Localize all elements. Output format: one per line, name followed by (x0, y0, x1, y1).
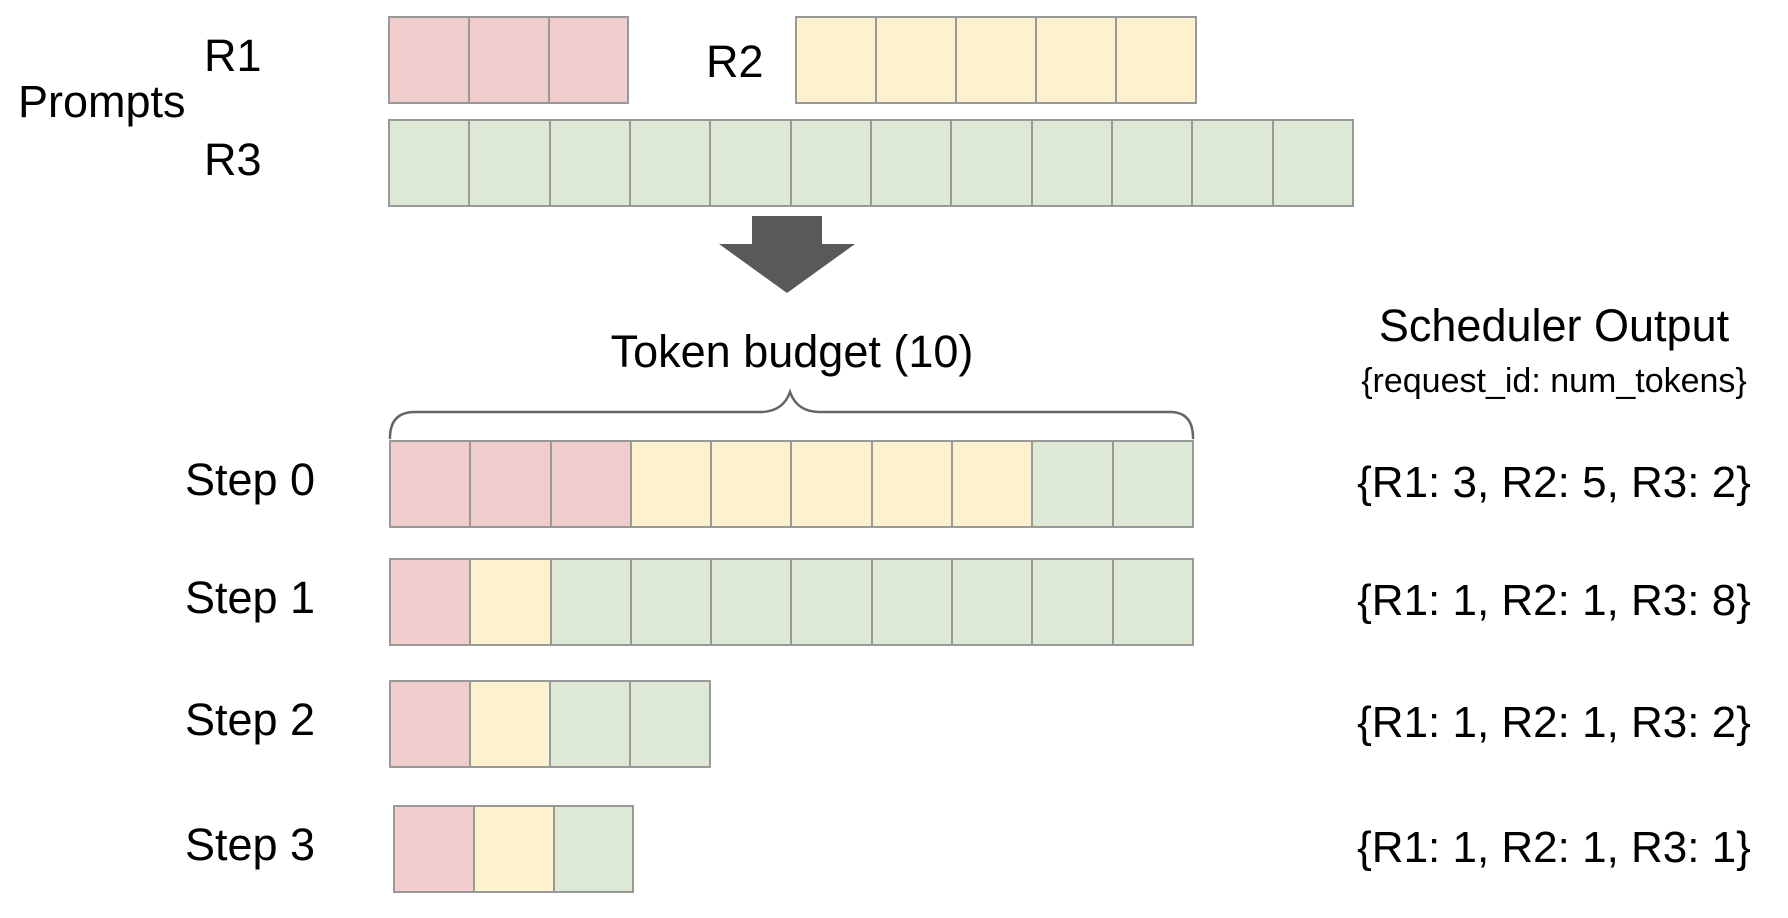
token-cell-r3 (709, 119, 792, 207)
token-cell-r3 (710, 558, 793, 646)
token-cell-r3 (1111, 440, 1194, 528)
token-cell-r3 (789, 119, 872, 207)
token-cell-r2 (1035, 16, 1118, 104)
step-2-scheduler-output: {R1: 1, R2: 1, R3: 2} (1357, 698, 1751, 747)
token-cell-r2 (472, 805, 555, 893)
token-cell-r3 (870, 558, 954, 646)
token-cell-r2 (790, 440, 873, 528)
token-cell-r1 (389, 680, 471, 768)
token-cell-r2 (469, 558, 552, 646)
scheduler-output-title: Scheduler Output (1378, 300, 1730, 351)
token-cell-r1 (469, 440, 552, 528)
token-cell-r3 (869, 119, 953, 207)
token-cell-r2 (629, 440, 713, 528)
token-cell-r3 (1031, 558, 1114, 646)
token-cell-r3 (1031, 440, 1114, 528)
prompt-row-r2 (795, 16, 1198, 104)
token-cell-r3 (1271, 119, 1354, 207)
token-cell-r2 (955, 16, 1038, 104)
token-cell-r2 (469, 680, 551, 768)
token-cell-r3 (629, 680, 711, 768)
token-cell-r2 (875, 16, 958, 104)
token-cell-r1 (389, 440, 472, 528)
token-cell-r1 (388, 16, 470, 104)
token-cell-r3 (552, 805, 635, 893)
scheduler-output-subtitle: {request_id: num_tokens} (1361, 362, 1747, 400)
token-cell-r2 (795, 16, 878, 104)
token-cell-r1 (393, 805, 475, 893)
down-arrow-shape (719, 216, 855, 293)
step-2-label: Step 2 (184, 694, 316, 745)
token-cell-r3 (628, 119, 712, 207)
step-0-scheduler-output: {R1: 3, R2: 5, R3: 2} (1357, 458, 1751, 507)
down-arrow-icon (719, 216, 855, 293)
token-cell-r3 (950, 119, 1033, 207)
step-0-token-row (389, 440, 1194, 528)
step-1-token-row (389, 558, 1194, 646)
curly-brace (388, 388, 1195, 440)
token-cell-r1 (549, 440, 632, 528)
token-cell-r3 (1111, 558, 1194, 646)
token-budget-label: Token budget (10) (610, 326, 974, 377)
prompt-row-r3 (388, 119, 1354, 207)
token-cell-r3 (1110, 119, 1194, 207)
step-3-token-row (393, 805, 635, 893)
request-r1-label: R1 (204, 30, 262, 81)
token-cell-r2 (870, 440, 954, 528)
token-cell-r3 (549, 558, 632, 646)
token-cell-r3 (548, 119, 631, 207)
token-cell-r2 (710, 440, 793, 528)
step-2-token-row (389, 680, 711, 768)
token-cell-r3 (1030, 119, 1113, 207)
token-cell-r1 (547, 16, 630, 104)
prompt-row-r1 (388, 16, 630, 104)
request-r2-label: R2 (706, 36, 764, 87)
token-cell-r3 (790, 558, 873, 646)
step-0-label: Step 0 (184, 454, 316, 505)
step-3-label: Step 3 (184, 819, 316, 870)
token-cell-r2 (1115, 16, 1198, 104)
token-cell-r3 (549, 680, 631, 768)
curly-brace-path (388, 388, 1195, 440)
token-cell-r3 (468, 119, 551, 207)
token-cell-r3 (951, 558, 1034, 646)
prompts-section-label: Prompts (18, 76, 186, 127)
step-1-label: Step 1 (184, 572, 316, 623)
step-3-scheduler-output: {R1: 1, R2: 1, R3: 1} (1357, 823, 1751, 872)
token-cell-r1 (389, 558, 472, 646)
token-cell-r1 (467, 16, 550, 104)
token-cell-r3 (629, 558, 713, 646)
step-1-scheduler-output: {R1: 1, R2: 1, R3: 8} (1357, 576, 1751, 625)
token-cell-r3 (1191, 119, 1274, 207)
request-r3-label: R3 (204, 134, 262, 185)
token-cell-r2 (951, 440, 1034, 528)
token-cell-r3 (388, 119, 471, 207)
